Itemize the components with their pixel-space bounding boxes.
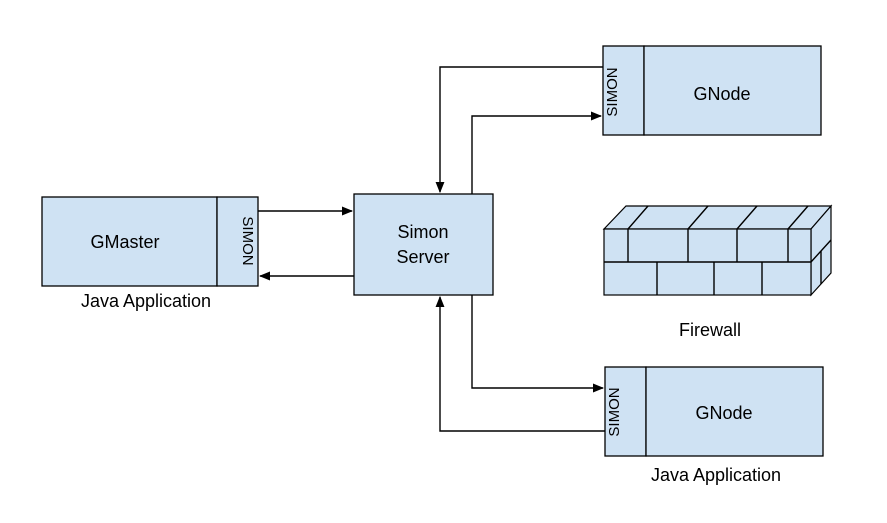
simon-server-label-line2: Server (396, 247, 449, 267)
gnode-top-box (643, 45, 822, 136)
gnode-bottom-box (645, 366, 824, 457)
simon-server-node: Simon Server (353, 193, 494, 296)
firewall-icon: Firewall (602, 204, 833, 340)
arrow-gnode-top-to-server (435, 66, 603, 194)
gnode-bottom-label: GNode (695, 403, 752, 423)
gnode-bottom-caption: Java Application (651, 465, 781, 485)
gnode-top-simon-lib (602, 45, 645, 136)
gnode-bottom-node: SIMON GNode Java Application (604, 366, 824, 485)
simon-server-label-line1: Simon (397, 222, 448, 242)
gnode-top-label: GNode (693, 84, 750, 104)
firewall-label: Firewall (679, 320, 741, 340)
arrow-server-to-gnode-top (471, 111, 603, 194)
gmaster-box (41, 196, 218, 287)
gmaster-label: GMaster (90, 232, 159, 252)
gmaster-node: GMaster SIMON Java Application (41, 196, 259, 311)
gnode-bottom-simon-lib (604, 366, 647, 457)
arrow-gnode-bottom-to-server (435, 295, 605, 432)
gnode-bottom-simon-label: SIMON (606, 387, 623, 436)
gnode-top-simon-label: SIMON (604, 67, 621, 116)
simon-server-box (353, 193, 494, 296)
gmaster-caption: Java Application (81, 291, 211, 311)
gmaster-simon-lib (216, 196, 259, 287)
gmaster-simon-label: SIMON (239, 216, 256, 265)
gnode-top-node: SIMON GNode (602, 45, 822, 136)
arrow-server-to-gnode-bottom (471, 295, 605, 393)
